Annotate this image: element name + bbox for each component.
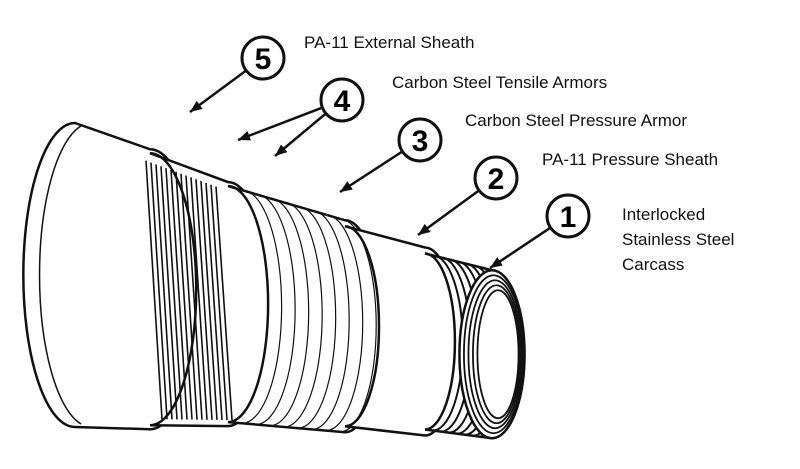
callout-3-number: 3 — [412, 125, 429, 158]
armor-wire — [205, 182, 223, 420]
armor-wire — [155, 164, 173, 420]
callout-5-circle — [240, 35, 286, 81]
armor-wire — [210, 184, 228, 421]
callout-2-circle — [473, 155, 519, 201]
carcass-inner-ring — [467, 279, 523, 430]
carcass-end-face — [458, 268, 526, 440]
leader-line — [417, 189, 479, 237]
arrowhead-icon — [275, 144, 288, 156]
ring-line — [297, 205, 337, 429]
armor-wire — [150, 162, 168, 420]
label-external-sheath: PA-11 External Sheath — [304, 33, 475, 52]
callout-4-number: 4 — [334, 85, 351, 118]
ring-line — [311, 210, 350, 431]
leader-line — [339, 150, 403, 194]
armor-wire — [215, 186, 233, 421]
callout-5-number: 5 — [255, 43, 272, 76]
callout-2-number: 2 — [488, 163, 505, 196]
label-pressure-armor: Carbon Steel Pressure Armor — [465, 111, 688, 130]
callout-4-circle — [319, 77, 365, 123]
armor-wire — [190, 177, 208, 420]
ring-line — [241, 189, 283, 424]
armor-wire — [160, 166, 178, 420]
armor-wire — [175, 171, 193, 420]
arrowhead-icon — [340, 181, 353, 192]
label-pressure-sheath: PA-11 Pressure Sheath — [542, 150, 719, 169]
carcass-inner-ring — [476, 289, 520, 420]
armor-wire — [145, 160, 163, 420]
sheath-edge — [38, 125, 82, 425]
armor-wire — [200, 180, 218, 420]
carcass-inner-ring — [472, 284, 521, 425]
ring-line — [269, 197, 310, 427]
arrowhead-icon — [238, 131, 251, 141]
callout-1-circle — [545, 193, 591, 239]
label-tensile-armors: Carbon Steel Tensile Armors — [392, 73, 608, 92]
ring-line — [283, 201, 323, 428]
armor-wire — [195, 179, 213, 420]
armor-wire — [185, 175, 203, 420]
armor-wire — [165, 168, 183, 420]
callout-1-number: 1 — [560, 201, 577, 234]
armor-wire — [180, 173, 198, 420]
ring-line — [255, 193, 296, 426]
leader-line — [237, 106, 322, 142]
label-carcass: Interlocked Stainless Steel Carcass — [622, 205, 735, 274]
callout-3-circle — [397, 117, 443, 163]
arrowhead-icon — [490, 257, 503, 268]
armor-wire — [170, 169, 188, 420]
carcass-inner-ring — [463, 274, 524, 435]
arrowhead-icon — [418, 223, 431, 235]
arrowhead-icon — [190, 100, 203, 112]
ring-line — [325, 214, 364, 432]
